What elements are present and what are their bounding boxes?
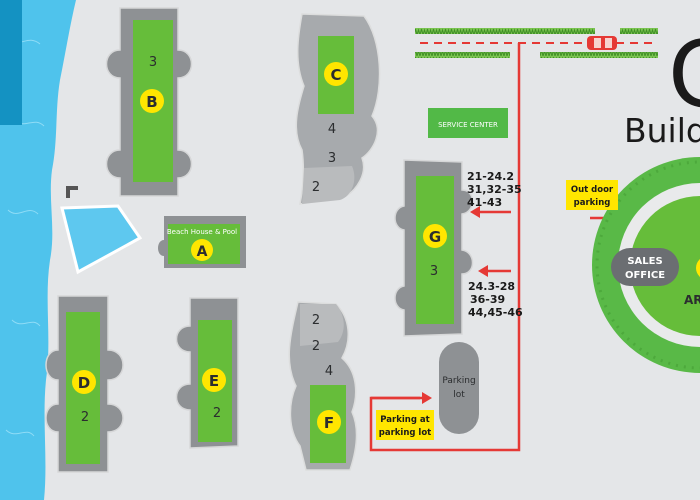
building-g-letter: G	[429, 228, 441, 246]
sea-waves	[5, 39, 45, 437]
sales-office-box	[611, 248, 679, 286]
pool-deck-corner	[66, 186, 78, 198]
building-a-badge	[191, 239, 213, 261]
tag-outdoor-parking: Out door parking	[566, 180, 618, 210]
building-c-badge	[324, 62, 348, 86]
building-e-letter: E	[209, 372, 219, 390]
building-e[interactable]: E 2	[175, 297, 239, 449]
unit-label: 21-24.2	[467, 170, 514, 183]
route-arrow-parking-lot	[371, 392, 432, 404]
building-c-letter: C	[330, 66, 341, 84]
building-b-floor: 3	[149, 55, 157, 70]
tag-outdoor-parking-line1: Out door	[571, 185, 614, 195]
building-b-badge	[140, 89, 164, 113]
building-b-letter: B	[146, 93, 157, 111]
unit-labels-upper: 21-24.2 31,32-35 41-43	[467, 170, 522, 209]
building-c-floor-2: 2	[312, 180, 320, 195]
building-a[interactable]: Beach House & Pool A	[158, 216, 246, 268]
building-b[interactable]: 3 B	[105, 7, 193, 197]
road-grass-right	[620, 28, 658, 34]
pool	[60, 204, 143, 275]
building-g-badge	[423, 224, 447, 248]
sales-office-line1: SALES	[627, 256, 662, 267]
building-a-letter: A	[197, 244, 208, 260]
car-icon	[587, 36, 617, 50]
service-center-label: SERVICE CENTER	[438, 121, 498, 129]
building-f-badge	[317, 410, 341, 434]
building-c-floor-3: 3	[328, 151, 336, 166]
sales-office[interactable]: SALES OFFICE	[611, 248, 679, 286]
building-a-label: Beach House & Pool	[167, 228, 237, 236]
building-d-letter: D	[78, 374, 90, 392]
arena-badge	[696, 259, 700, 277]
heading-big-letter: C	[668, 21, 700, 128]
building-c-wing	[302, 166, 355, 204]
heading-word: Build	[624, 111, 700, 150]
service-center[interactable]: SERVICE CENTER	[428, 108, 508, 138]
unit-label: 36-39	[470, 293, 505, 306]
road-grass-right-2	[540, 52, 658, 58]
building-f-floor-4: 4	[325, 364, 333, 379]
building-f-floor-mid: 2	[312, 339, 320, 354]
building-d-floor: 2	[81, 410, 89, 425]
building-f-upper	[300, 304, 344, 346]
building-g-green-strip	[416, 176, 454, 324]
unit-labels-lower: 24.3-28 36-39 44,45-46	[468, 280, 523, 319]
tag-parking-at-lot-line1: Parking at	[380, 415, 429, 425]
unit-label: 41-43	[467, 196, 502, 209]
tag-parking-at-lot-line2: parking lot	[379, 428, 432, 438]
unit-label: 44,45-46	[468, 306, 523, 319]
parking-lot-shape	[439, 342, 479, 434]
road-grass-left-2	[415, 52, 510, 58]
route-arrow-g-lower	[478, 265, 511, 277]
route-arrow-g-upper	[470, 206, 511, 218]
parking-lot-label-2: lot	[453, 390, 465, 400]
building-d-badge	[72, 370, 96, 394]
building-e-badge	[202, 368, 226, 392]
service-center-box	[428, 108, 508, 138]
building-g-floor: 3	[430, 264, 438, 279]
building-f-floor-top: 2	[312, 313, 320, 328]
parking-lot[interactable]: Parking lot	[439, 342, 479, 434]
tag-outdoor-parking-line2: parking	[574, 198, 611, 208]
unit-label: 24.3-28	[468, 280, 515, 293]
building-c-floor-4: 4	[328, 122, 336, 137]
building-f-letter: F	[324, 414, 334, 432]
building-f[interactable]: 2 2 4 F	[288, 301, 358, 471]
building-c[interactable]: C 4 3 2	[295, 13, 381, 205]
building-g[interactable]: G 3	[394, 159, 474, 337]
road-grass-left	[415, 28, 595, 34]
top-left-panel	[0, 0, 22, 125]
arena-label-partial: AR	[684, 293, 700, 307]
unit-label: 31,32-35	[467, 183, 522, 196]
parking-lot-label-1: Parking	[442, 376, 475, 386]
tag-parking-at-lot: Parking at parking lot	[376, 410, 434, 440]
sales-office-line2: OFFICE	[625, 270, 665, 281]
building-e-floor: 2	[213, 406, 221, 421]
building-d[interactable]: D 2	[45, 295, 124, 473]
